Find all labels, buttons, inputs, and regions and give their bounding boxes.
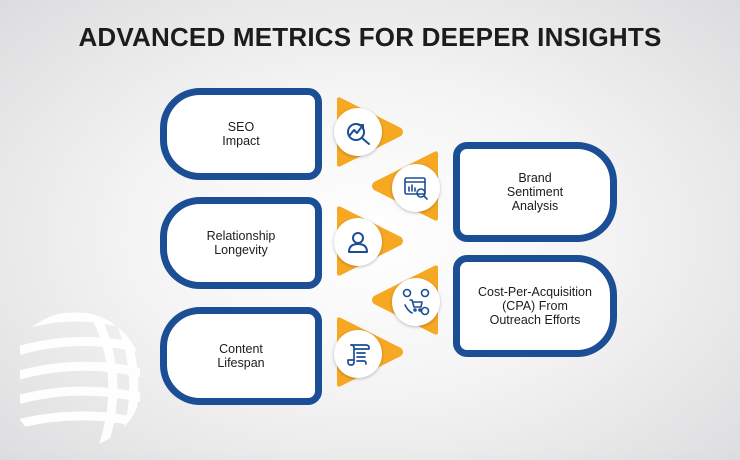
globe-logo-watermark [7,295,143,455]
metric-label: SEO Impact [222,120,260,148]
metric-label: Relationship Longevity [206,229,276,257]
metric-label: Content Lifespan [217,342,265,370]
growth-chart-magnifier-icon [334,108,382,156]
metric-card-cpa: Cost-Per-Acquisition (CPA) From Outreach… [453,255,617,357]
person-icon [334,218,382,266]
metric-label: Brand Sentiment Analysis [506,171,564,213]
page-title: ADVANCED METRICS FOR DEEPER INSIGHTS [78,22,662,52]
metric-card-seo-impact: SEO Impact [160,88,322,180]
metric-card-brand-sentiment: Brand Sentiment Analysis [453,142,617,242]
cart-coins-icon [392,278,440,326]
analytics-dashboard-icon [392,164,440,212]
metric-card-content-lifespan: Content Lifespan [160,307,322,405]
scroll-document-icon [334,330,382,378]
metric-label: Cost-Per-Acquisition (CPA) From Outreach… [478,285,592,327]
metric-card-relationship-longevity: Relationship Longevity [160,197,322,289]
